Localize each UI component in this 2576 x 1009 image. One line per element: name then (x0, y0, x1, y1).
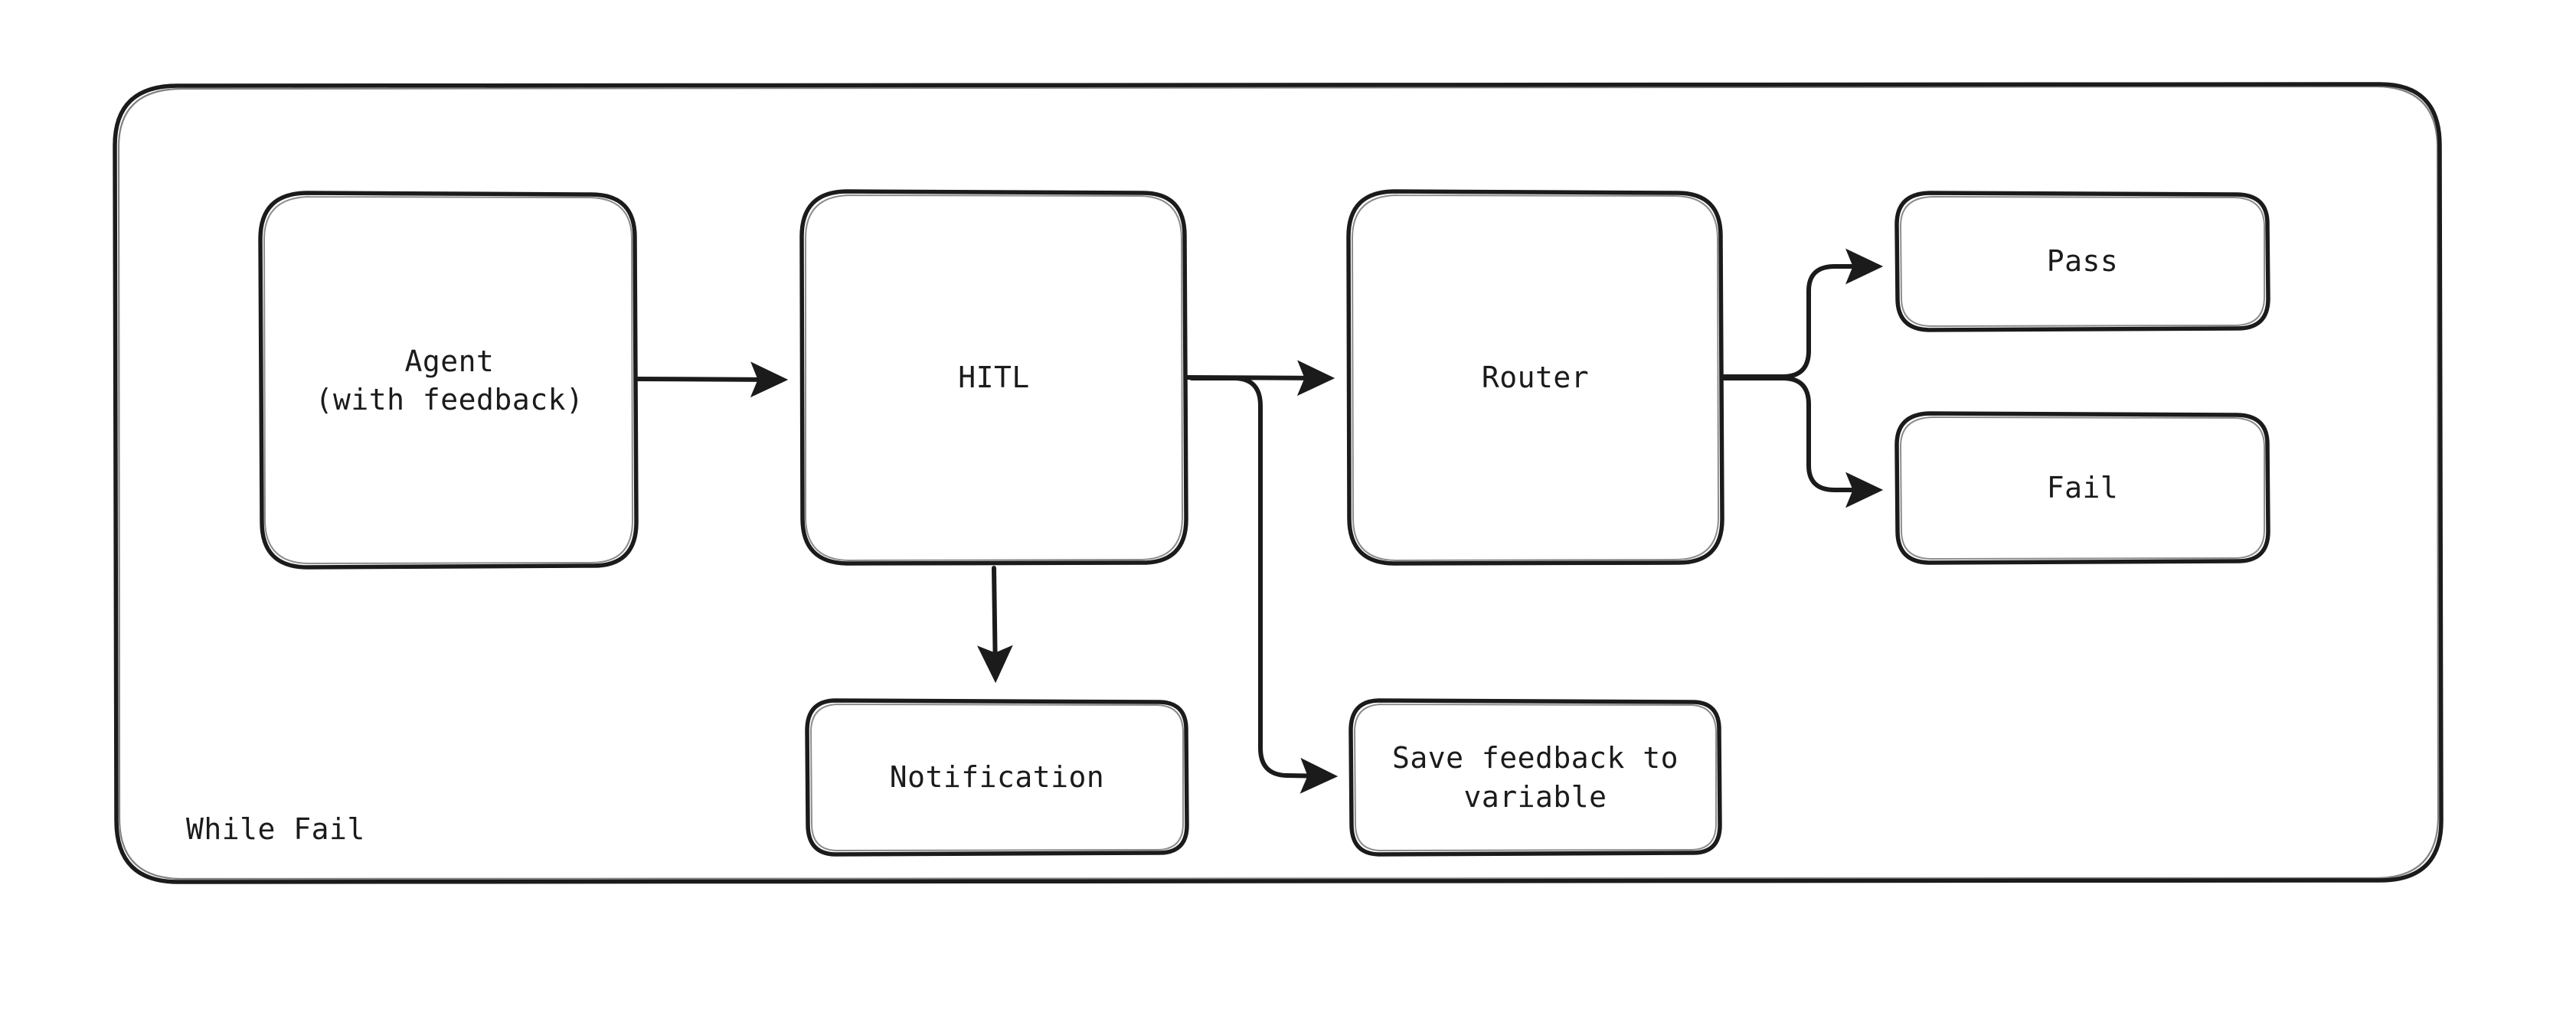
node-fail-shape[interactable] (1894, 411, 2270, 565)
edge-router-to-pass (1721, 248, 1884, 379)
node-save-feedback-shape[interactable] (1348, 698, 1722, 857)
node-hitl-shape[interactable] (799, 189, 1188, 566)
node-notification-shape[interactable] (805, 698, 1189, 857)
edge-router-to-fail (1721, 376, 1884, 508)
while-fail-group-border (113, 82, 2444, 884)
while-fail-group-label: While Fail (186, 812, 365, 846)
edge-agent-to-hitl (635, 361, 789, 398)
node-agent-shape[interactable] (258, 191, 639, 570)
node-router-shape[interactable] (1346, 189, 1724, 566)
node-pass-shape[interactable] (1894, 191, 2270, 332)
edge-hitl-to-save-feedback (1189, 376, 1339, 794)
edge-hitl-to-notification (977, 566, 1013, 684)
